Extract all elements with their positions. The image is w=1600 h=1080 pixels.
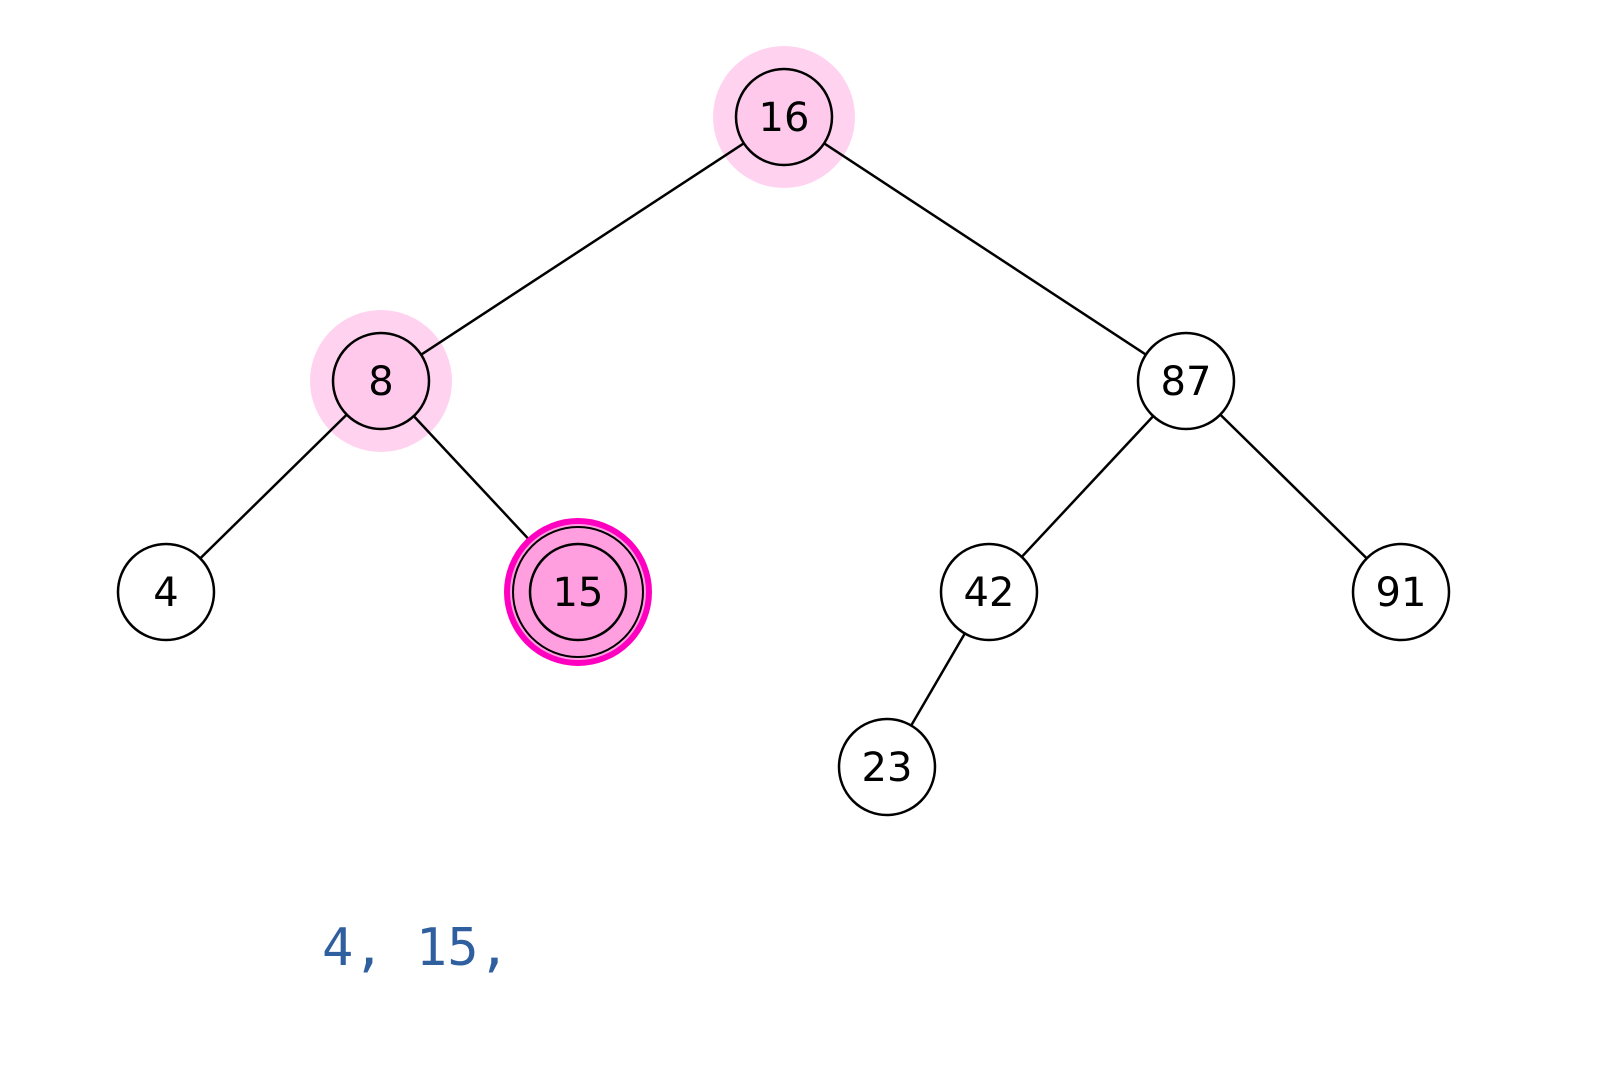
node-8-circle <box>331 331 431 431</box>
node-23-label: 23 <box>862 745 913 791</box>
node-16-label: 16 <box>759 95 810 141</box>
node-4-label: 4 <box>153 570 178 616</box>
tree-node-15: 15 <box>504 518 652 666</box>
tree-nodes: 16 8 87 4 15 42 91 23 <box>116 67 1451 817</box>
node-16-circle <box>734 67 834 167</box>
tree-node-23: 23 <box>837 717 937 817</box>
edge-16-8 <box>380 115 785 383</box>
node-87-label: 87 <box>1161 359 1212 405</box>
node-4-circle <box>116 542 216 642</box>
tree-node-42: 42 <box>939 542 1039 642</box>
node-87-circle <box>1136 331 1236 431</box>
node-23-circle <box>837 717 937 817</box>
traversal-output: 4, 15, <box>322 918 510 978</box>
node-42-circle <box>939 542 1039 642</box>
tree-node-16: 16 <box>734 67 834 167</box>
tree-node-91: 91 <box>1351 542 1451 642</box>
edge-16-87 <box>783 115 1187 383</box>
node-8-label: 8 <box>368 359 393 405</box>
tree-node-4: 4 <box>116 542 216 642</box>
node-15-label: 15 <box>553 570 604 616</box>
node-42-label: 42 <box>964 570 1015 616</box>
edge-87-91 <box>1185 380 1402 593</box>
node-91-label: 91 <box>1376 570 1427 616</box>
edge-8-4 <box>165 380 382 593</box>
node-91-circle <box>1351 542 1451 642</box>
node-15-outer-outline <box>512 526 644 658</box>
tree-node-87: 87 <box>1136 331 1236 431</box>
node-15-circle <box>528 542 628 642</box>
tree-node-8: 8 <box>331 331 431 431</box>
